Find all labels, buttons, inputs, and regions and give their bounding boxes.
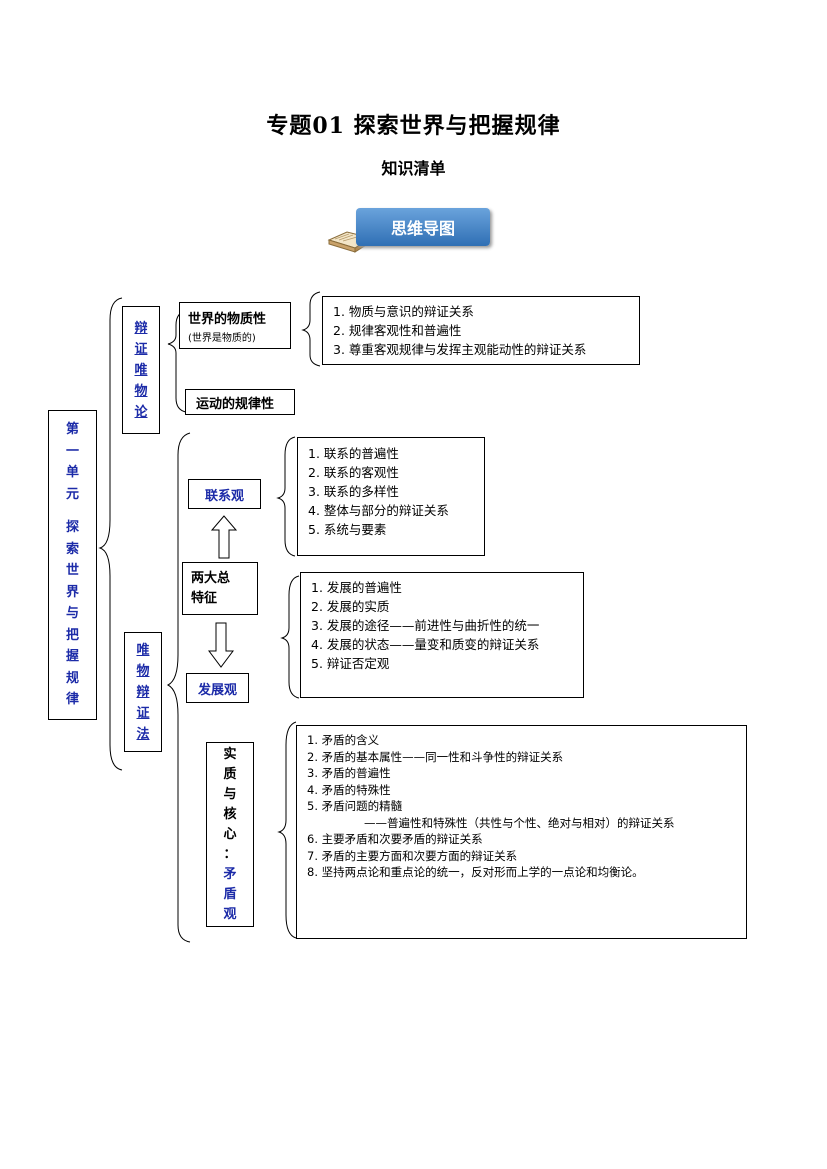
list-item: 5. 辩证否定观 [311,656,390,671]
list-item: 6. 主要矛盾和次要矛盾的辩证关系 [307,832,483,846]
node-connection-view: 联系观 [188,479,261,509]
list-item: 1. 发展的普遍性 [311,580,402,595]
list-item: 3. 矛盾的普遍性 [307,766,391,780]
material-world-label: 世界的物质性 [188,312,267,327]
contradiction-list: 1. 矛盾的含义 2. 矛盾的基本属性——同一性和斗争性的辩证关系 3. 矛盾的… [296,725,747,939]
list-item: 1. 联系的普遍性 [308,446,399,461]
mindmap-banner: 思维导图 [356,208,490,246]
two-features-line: 特征 [191,591,218,606]
list-item: 2. 联系的客观性 [308,465,399,480]
node-two-features: 两大总 特征 [182,562,258,615]
root-node: 第一单元 探索世界与把握规律 [48,410,97,720]
list-item: 2. 规律客观性和普遍性 [333,323,462,338]
list-item: 2. 矛盾的基本属性——同一性和斗争性的辩证关系 [307,749,564,764]
list-item: 4. 发展的状态——量变和质变的辩证关系 [311,637,540,652]
node-materialist-dialectics: 唯物辩证法 [124,632,162,752]
node-contradiction-view: 实质与核心： 矛盾观 [206,742,254,927]
list-item: 8. 坚持两点论和重点论的统一，反对形而上学的一点论和均衡论。 [307,865,644,879]
development-list: 1. 发展的普遍性 2. 发展的实质 3. 发展的途径——前进性与曲折性的统一 … [300,572,584,698]
page-title: 专题01 探索世界与把握规律 [266,113,561,139]
list-item: ——普遍性和特殊性（共性与个性、绝对与相对）的辩证关系 [364,815,675,830]
node-dialectical-materialism: 辩证唯物论 [122,306,160,434]
material-world-note: (世界是物质的) [188,333,256,344]
list-item: 3. 联系的多样性 [308,484,399,499]
list-item: 5. 矛盾问题的精髓 [307,799,403,813]
node-development-view: 发展观 [186,673,249,703]
node-motion-law: 运动的规律性 [185,389,295,415]
list-item: 5. 系统与要素 [308,522,387,537]
list-item: 1. 物质与意识的辩证关系 [333,304,474,319]
list-item: 3. 尊重客观规律与发挥主观能动性的辩证关系 [333,342,587,357]
page-subtitle: 知识清单 [381,159,446,178]
material-world-list: 1. 物质与意识的辩证关系 2. 规律客观性和普遍性 3. 尊重客观规律与发挥主… [322,296,640,365]
node-material-world: 世界的物质性 (世界是物质的) [179,302,291,349]
list-item: 2. 发展的实质 [311,599,390,614]
list-item: 3. 发展的途径——前进性与曲折性的统一 [311,618,540,633]
list-item: 7. 矛盾的主要方面和次要方面的辩证关系 [307,848,518,863]
connection-list: 1. 联系的普遍性 2. 联系的客观性 3. 联系的多样性 4. 整体与部分的辩… [297,437,485,556]
two-features-line: 两大总 [191,571,231,586]
list-item: 1. 矛盾的含义 [307,733,380,747]
list-item: 4. 矛盾的特殊性 [307,782,391,797]
list-item: 4. 整体与部分的辩证关系 [308,503,449,518]
